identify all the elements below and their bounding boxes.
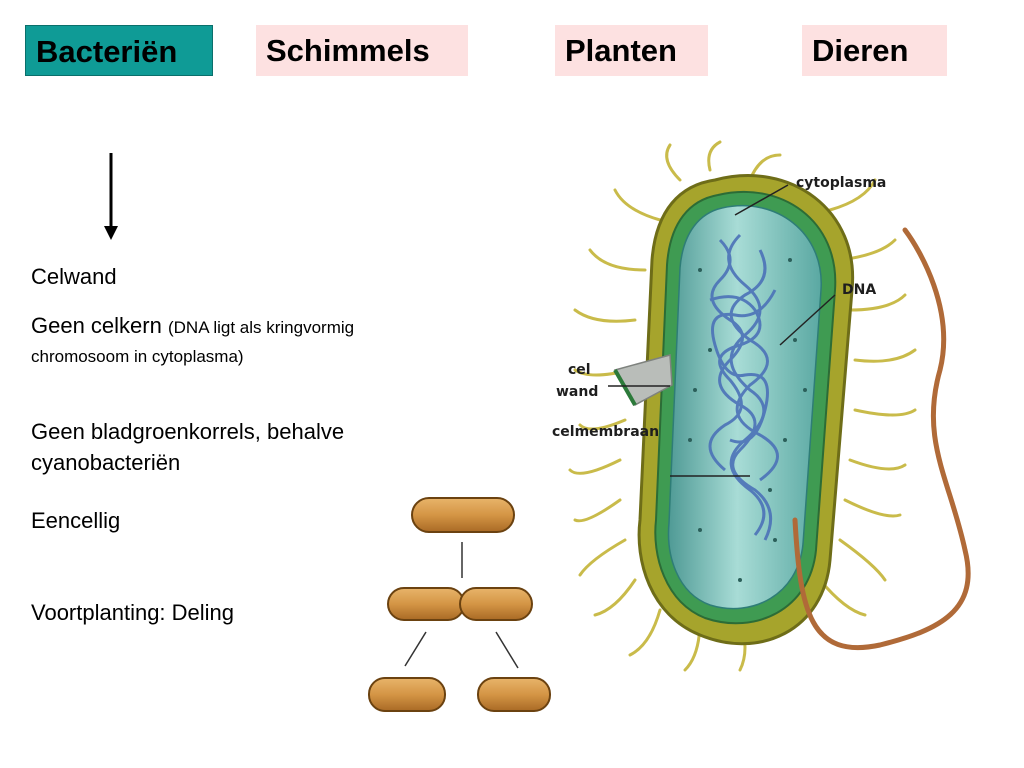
label-cytoplasma: cytoplasma bbox=[796, 175, 886, 191]
bacterium-dividing-left bbox=[387, 587, 465, 621]
pointer-dna bbox=[779, 294, 836, 346]
label-dna: DNA bbox=[842, 282, 876, 298]
tab-dieren[interactable]: Dieren bbox=[802, 25, 947, 76]
label-wand: wand bbox=[556, 384, 598, 400]
bacterium-diagram: cytoplasma DNA cel wand celmembraan bbox=[552, 140, 971, 672]
feature-geen-celkern: Geen celkern (DNA ligt als kringvormig c… bbox=[31, 312, 354, 370]
bacterium-dividing-right bbox=[459, 587, 533, 621]
label-cel: cel bbox=[568, 362, 591, 378]
label-celmembraan: celmembraan bbox=[552, 424, 659, 440]
pointer-cytoplasma bbox=[734, 184, 789, 216]
feature-geen-celkern-note-a: (DNA ligt als kringvormig bbox=[167, 318, 355, 337]
feature-celwand: Celwand bbox=[31, 264, 117, 289]
feature-eencellig: Eencellig bbox=[31, 508, 121, 533]
feature-bladgroen-line2: cyanobacteriën bbox=[31, 450, 181, 475]
feature-bladgroen-line1: Geen bladgroenkorrels, behalve bbox=[31, 419, 345, 444]
tab-bacterien[interactable]: Bacteriën bbox=[25, 25, 213, 76]
feature-geen-celkern-main: Geen celkern bbox=[31, 313, 162, 338]
ribosome-dots bbox=[688, 258, 807, 582]
feature-bladgroen: Geen bladgroenkorrels, behalve cyanobact… bbox=[31, 416, 344, 478]
down-arrow-icon bbox=[104, 153, 118, 240]
tab-planten[interactable]: Planten bbox=[555, 25, 708, 76]
feature-voortplanting: Voortplanting: Deling bbox=[31, 600, 235, 625]
cell-division-illustration bbox=[368, 497, 551, 712]
flagellum bbox=[792, 227, 971, 651]
bacterium-parent bbox=[411, 497, 515, 533]
division-line-left bbox=[404, 631, 427, 667]
bacterium-daughter-left bbox=[368, 677, 446, 712]
dna-strands bbox=[708, 233, 779, 541]
division-line-right bbox=[495, 631, 519, 669]
tab-schimmels[interactable]: Schimmels bbox=[256, 25, 468, 76]
bacterium-daughter-right bbox=[477, 677, 551, 712]
feature-geen-celkern-note-b: chromosoom in cytoplasma) bbox=[31, 347, 244, 366]
